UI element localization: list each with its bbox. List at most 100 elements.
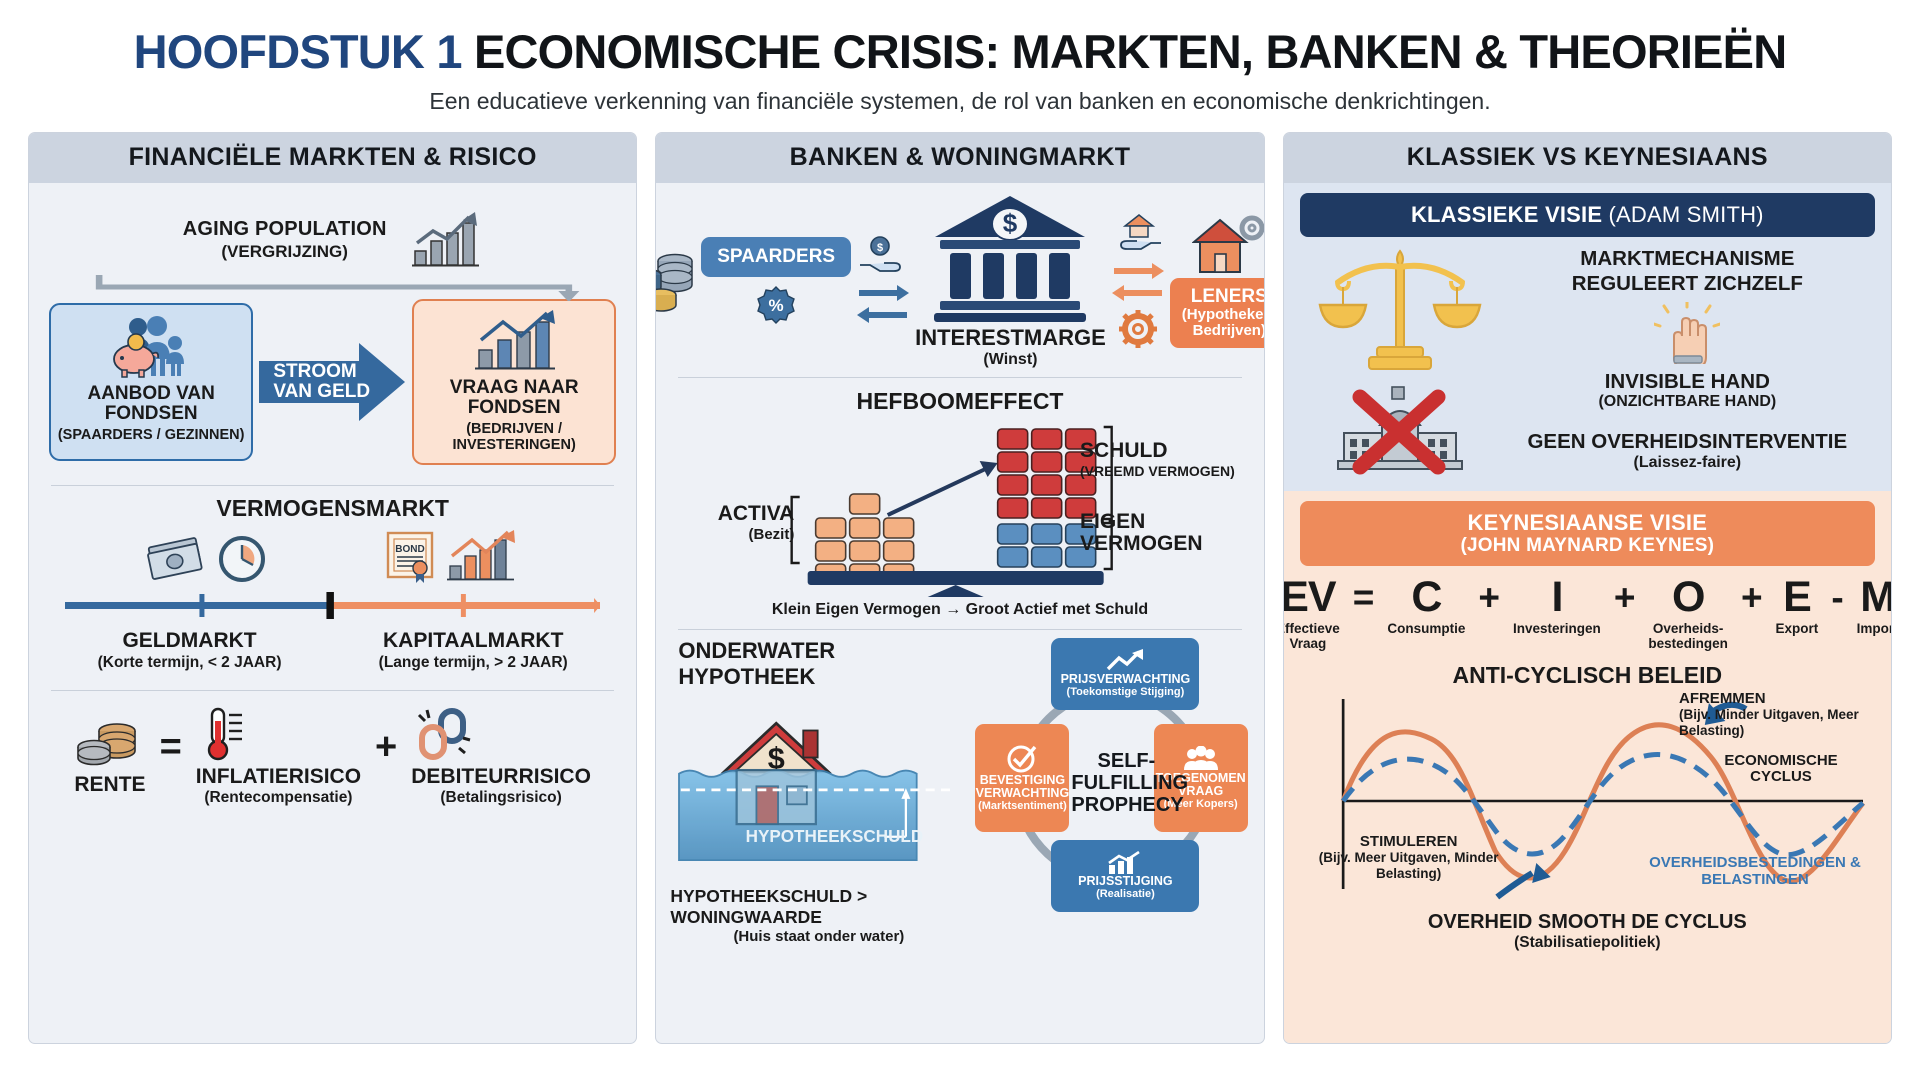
prophecy-node-prijsverwachting: PRIJSVERWACHTING (Toekomstige Stijging) [1051,638,1200,710]
growth-chart-icon [469,310,559,374]
section-hefboomeffect: HEFBOOMEFFECT [656,388,1263,619]
annotation-afremmen: AFREMMEN (Bijv. Minder Uitgaven, Meer Be… [1678,689,1869,738]
panel-klassiek-keynesiaans: KLASSIEK VS KEYNESIAANS KLASSIEKE VISIE … [1282,132,1892,1044]
annotation-overheidsbestedingen: OVERHEIDSBESTEDINGEN & BELASTINGEN [1649,854,1861,889]
keynes-formula: EV EffectieveVraag = C Consumptie + I In… [1284,573,1891,652]
stroom-label: STROOM VAN GELD [273,360,371,402]
schuld-label: SCHULD (VREEMD VERMOGEN) [1080,439,1235,479]
section-klassieke-visie: KLASSIEKE VISIE (ADAM SMITH) [1283,183,1891,491]
funds-flow-row: AANBOD VAN FONDSEN (SPAARDERS / GEZINNEN… [49,299,617,465]
panel-financiele-markten: FINANCIËLE MARKTEN & RISICO AGING POPULA… [28,132,638,1044]
broken-chain-icon [411,705,591,763]
svg-text:BOND: BOND [395,544,424,555]
bank-group: $ INTERESTMARGE [915,193,1106,369]
klassieke-icons [1300,243,1500,477]
page-title: HOOFDSTUK 1 ECONOMISCHE CRISIS: MARKTEN,… [28,24,1892,79]
onderwater-caption: HYPOTHEEKSCHULD > WONINGWAARDE (Huis sta… [670,886,967,945]
aanbod-title: AANBOD VAN FONDSEN [87,382,215,424]
leners-sub: (Hypotheken, Bedrijven) [1181,306,1265,340]
equals-sign: = [159,725,182,768]
prophecy-block: PRIJSVERWACHTING (Toekomstige Stijging) [975,638,1249,926]
family-piggybank-icon [108,314,194,380]
klassiek-point3-sub: (Laissez-faire) [1633,454,1742,472]
panel-3-header: KLASSIEK VS KEYNESIAANS [1283,133,1891,183]
eigen-vermogen-label: EIGEN VERMOGEN [1079,510,1203,556]
formula-sym: M [1860,573,1892,621]
afremmen-title: AFREMMEN [1678,689,1766,707]
node-sub: (Toekomstige Stijging) [1066,685,1185,698]
activa-sub: (Bezit) [748,526,795,543]
vermogensmarkt-title: VERMOGENSMARKT [216,494,449,521]
formula-lab: Consumptie [1387,621,1466,636]
banknote-icon [147,536,207,584]
formula-sym: EV [1282,573,1337,621]
interestmarge-sub: (Winst) [983,351,1038,368]
node-sub: (Realisatie) [1096,887,1155,900]
stimuleren-sub: (Bijv. Meer Uitgaven, Minder Belasting) [1318,850,1499,881]
page-subtitle: Een educatieve verkenning van financiële… [429,88,1491,114]
inflatierisico-sub: (Rentecompensatie) [204,788,353,806]
svg-text:HYPOTHEEKSCHULD: HYPOTHEEKSCHULD [746,827,924,846]
right-exchange-icons [1110,213,1166,349]
vermogensmarkt-axis [49,590,616,620]
savers-group: SPAARDERS % [701,236,852,326]
formula-op-equals: = [1352,577,1375,618]
prophecy-center-label: SELF- FULFILLING PROPHECY [1071,750,1188,816]
geldmarkt-icons [147,530,267,584]
percent-badge-icon: % [756,285,796,325]
exchange-arrows-icon [1110,259,1166,305]
kapitaalmarkt-sub: (Lange termijn, > 2 JAAR) [378,653,568,671]
balance-scale-icon [1315,243,1485,373]
leners-title: LENERS [1190,285,1265,307]
bar-chart-up-icon [409,209,483,271]
formula-term-c: C Consumptie [1387,576,1465,637]
aging-subtitle: (VERGRIJZING) [221,242,348,261]
svg-text:$: $ [1003,208,1018,238]
svg-text:%: % [769,296,784,315]
svg-text:$: $ [877,242,883,254]
section-vermogensmarkt: VERMOGENSMARKT [29,495,636,672]
debiteurrisico-label: DEBITEURRISICO [411,764,591,788]
bar-chart-up-icon [1105,851,1145,875]
inflatierisico-term: INFLATIERISICO (Rentecompensatie) [196,705,361,807]
house-icon [1192,214,1264,276]
col2-divider-1 [678,377,1242,378]
left-exchange-icons: $ [855,235,911,327]
section-aanbod-vraag: AGING POPULATION (VERGRIJZING) [29,183,636,471]
bank-building-icon: $ [930,193,1090,323]
growth-chart-icon [446,529,518,584]
onderwater-title: ONDERWATER HYPOTHEEK [678,638,836,689]
klassiek-point2-sub: (ONZICHTBARE HAND) [1598,393,1777,411]
col1-divider-1 [51,484,615,486]
panel-banken-woningmarkt: BANKEN & WONINGMARKT [655,132,1265,1044]
geldmarkt-label: GELDMARKT (Korte termijn, < 2 JAAR) [98,629,282,672]
formula-term-ev: EV EffectieveVraag [1282,573,1340,652]
schuld-title: SCHULD [1079,439,1168,462]
center-line-1: SELF- [1097,750,1156,772]
vermogensmarkt-icons: BOND [49,529,616,584]
chapter-label: HOOFDSTUK 1 [133,25,463,78]
rente-label: RENTE [74,772,146,796]
page-header: HOOFDSTUK 1 ECONOMISCHE CRISIS: MARKTEN,… [28,0,1892,115]
vraag-naar-fondsen-box: VRAAG NAAR FONDSEN (BEDRIJVEN / INVESTER… [412,299,617,465]
activa-title: ACTIVA [717,502,795,525]
panel-1-header: FINANCIËLE MARKTEN & RISICO [29,133,637,183]
node-sub: (Marktsentiment) [978,799,1067,812]
coin-stack-icon [656,243,701,319]
exchange-arrows-icon [855,281,911,327]
annotation-economische-cyclus: ECONOMISCHE CYCLUS [1701,752,1861,787]
panel-3-body: KLASSIEKE VISIE (ADAM SMITH) [1283,183,1891,1043]
kapitaalmarkt-icons: BOND [384,529,518,584]
business-cycle-chart: AFREMMEN (Bijv. Minder Uitgaven, Meer Be… [1300,689,1875,927]
bond-certificate-icon: BOND [384,530,436,584]
debiteurrisico-term: DEBITEURRISICO (Betalingsrisico) [411,705,591,807]
borrowers-group: LENERS (Hypotheken, Bedrijven) [1169,214,1265,349]
klassiek-point1-line1: MARKTMECHANISME [1580,246,1795,270]
aging-text: AGING POPULATION (VERGRIJZING) [183,218,387,262]
klassiek-point2: INVISIBLE HAND [1604,369,1770,393]
aging-title: AGING POPULATION [182,218,387,240]
annotation-stimuleren: STIMULEREN (Bijv. Meer Uitgaven, Minder … [1314,833,1504,881]
formula-sym: O [1671,573,1705,621]
rente-term: RENTE [74,715,146,797]
hefboom-caption: Klein Eigen Vermogen → Groot Actief met … [771,601,1149,618]
